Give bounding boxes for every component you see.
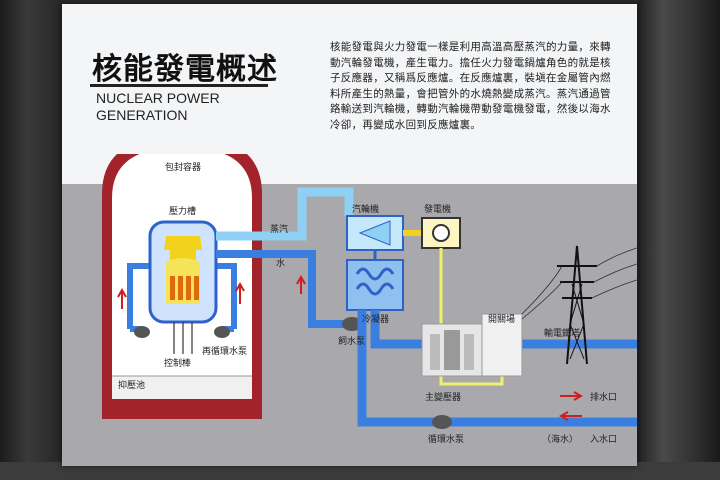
fuel-rod xyxy=(178,276,183,300)
title-chinese: 核能發電概述 xyxy=(92,52,278,87)
recirc-pump-left-icon xyxy=(134,326,150,338)
wall-frame-bottom xyxy=(0,462,720,480)
fuel-rod xyxy=(170,276,175,300)
steam-separator xyxy=(164,236,202,250)
label-circ-pump: 循環水泵 xyxy=(428,433,464,445)
recirc-loop-left xyxy=(127,263,157,329)
title-english-line2: GENERATION xyxy=(96,107,188,123)
fuel-rod xyxy=(194,276,199,300)
exhibit-panel: 核能發電概述 NUCLEAR POWER GENERATION 核能發電與火力發… xyxy=(62,4,637,466)
feedwater-pipe xyxy=(216,250,346,328)
title-underline xyxy=(90,84,268,87)
feed-pump-icon xyxy=(342,317,362,331)
fuel-rod xyxy=(186,276,191,300)
label-steam: 蒸汽 xyxy=(270,223,288,235)
wall-frame-right xyxy=(638,0,720,480)
flow-arrow-icon xyxy=(235,281,245,304)
nuclear-plant-diagram: 包封容器 壓力槽 蒸汽 水 汽輪機 發電機 冷凝器 飼水泵 再循環水泵 控制棒 … xyxy=(62,154,637,466)
label-turbine: 汽輪機 xyxy=(352,203,379,215)
label-main-transformer: 主變壓器 xyxy=(425,391,461,403)
intake-arrow-icon xyxy=(558,411,582,421)
title-english: NUCLEAR POWER GENERATION xyxy=(96,90,296,124)
label-control-rod: 控制棒 xyxy=(164,357,191,369)
label-generator: 發電機 xyxy=(424,203,451,215)
flow-arrow-icon xyxy=(296,274,306,294)
description-text: 核能發電與火力發電一樣是利用高溫高壓蒸汽的力量，來轉動汽輪發電機，產生電力。擔任… xyxy=(330,41,611,131)
label-containment: 包封容器 xyxy=(165,161,201,173)
switchyard-building xyxy=(481,313,523,377)
label-feed-pump: 飼水泵 xyxy=(338,335,365,347)
label-discharge: 排水口 xyxy=(590,391,617,403)
condenser xyxy=(346,259,404,311)
label-condenser: 冷凝器 xyxy=(362,313,389,325)
wall-frame-left xyxy=(0,0,62,480)
flow-arrow-icon xyxy=(117,287,127,309)
discharge-arrow-icon xyxy=(560,391,584,401)
steam-pipe xyxy=(216,187,354,241)
intake-pipe xyxy=(357,310,637,427)
label-water: 水 xyxy=(276,257,285,269)
discharge-pipe xyxy=(370,310,637,349)
label-intake: 入水口 xyxy=(590,433,617,445)
label-switchyard: 開關場 xyxy=(488,313,515,325)
label-suppression-pool: 抑壓池 xyxy=(118,379,145,391)
label-transmission-tower: 輸電鐵塔 xyxy=(544,327,580,339)
label-seawater: （海水） xyxy=(542,433,578,445)
circ-pump-icon xyxy=(432,415,452,429)
title-english-line1: NUCLEAR POWER xyxy=(96,90,220,106)
label-pressure-vessel: 壓力槽 xyxy=(169,205,196,217)
recirc-pump-right-icon xyxy=(214,326,230,338)
label-recirc-pump: 再循環水泵 xyxy=(202,345,247,357)
